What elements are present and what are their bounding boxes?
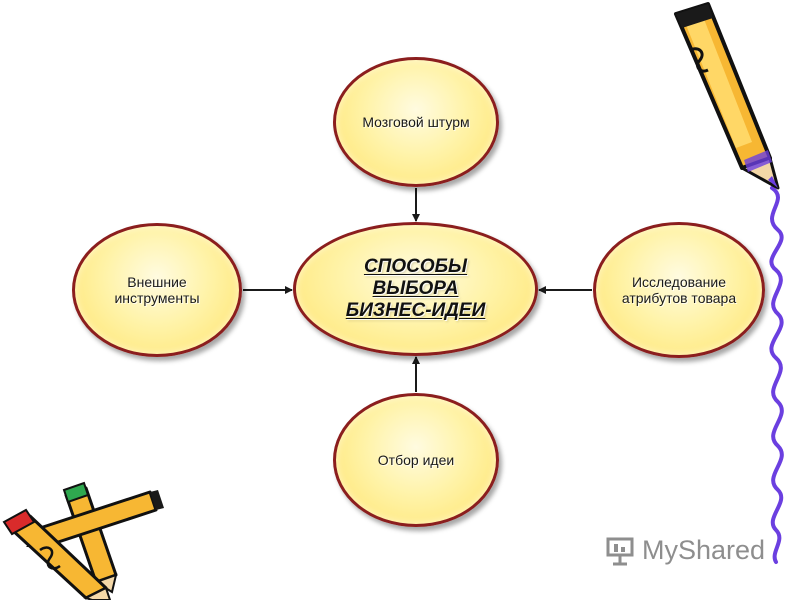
node-brainstorming-label: Мозговой штурм: [362, 113, 470, 130]
node-idea-selection: Отбор идеи: [333, 393, 499, 527]
purple-squiggle-line: [769, 186, 784, 564]
pencil-icon: [674, 2, 780, 190]
node-brainstorming: Мозговой штурм: [333, 57, 499, 187]
node-center-label: СПОСОБЫ ВЫБОРА БИЗНЕС-ИДЕИ: [345, 256, 486, 321]
crossed-pencils-icon: [2, 481, 164, 600]
node-product-attributes-label: Исследование атрибутов товара: [621, 273, 737, 306]
node-center-methods: СПОСОБЫ ВЫБОРА БИЗНЕС-ИДЕИ: [293, 222, 538, 356]
watermark: MyShared: [604, 535, 765, 566]
watermark-text: MyShared: [642, 535, 766, 565]
node-idea-selection-label: Отбор идеи: [377, 451, 455, 468]
node-external-tools: Внешние инструменты: [72, 223, 242, 357]
presentation-icon: [606, 537, 634, 565]
node-product-attributes: Исследование атрибутов товара: [593, 222, 765, 358]
node-external-tools-label: Внешние инструменты: [114, 273, 200, 306]
